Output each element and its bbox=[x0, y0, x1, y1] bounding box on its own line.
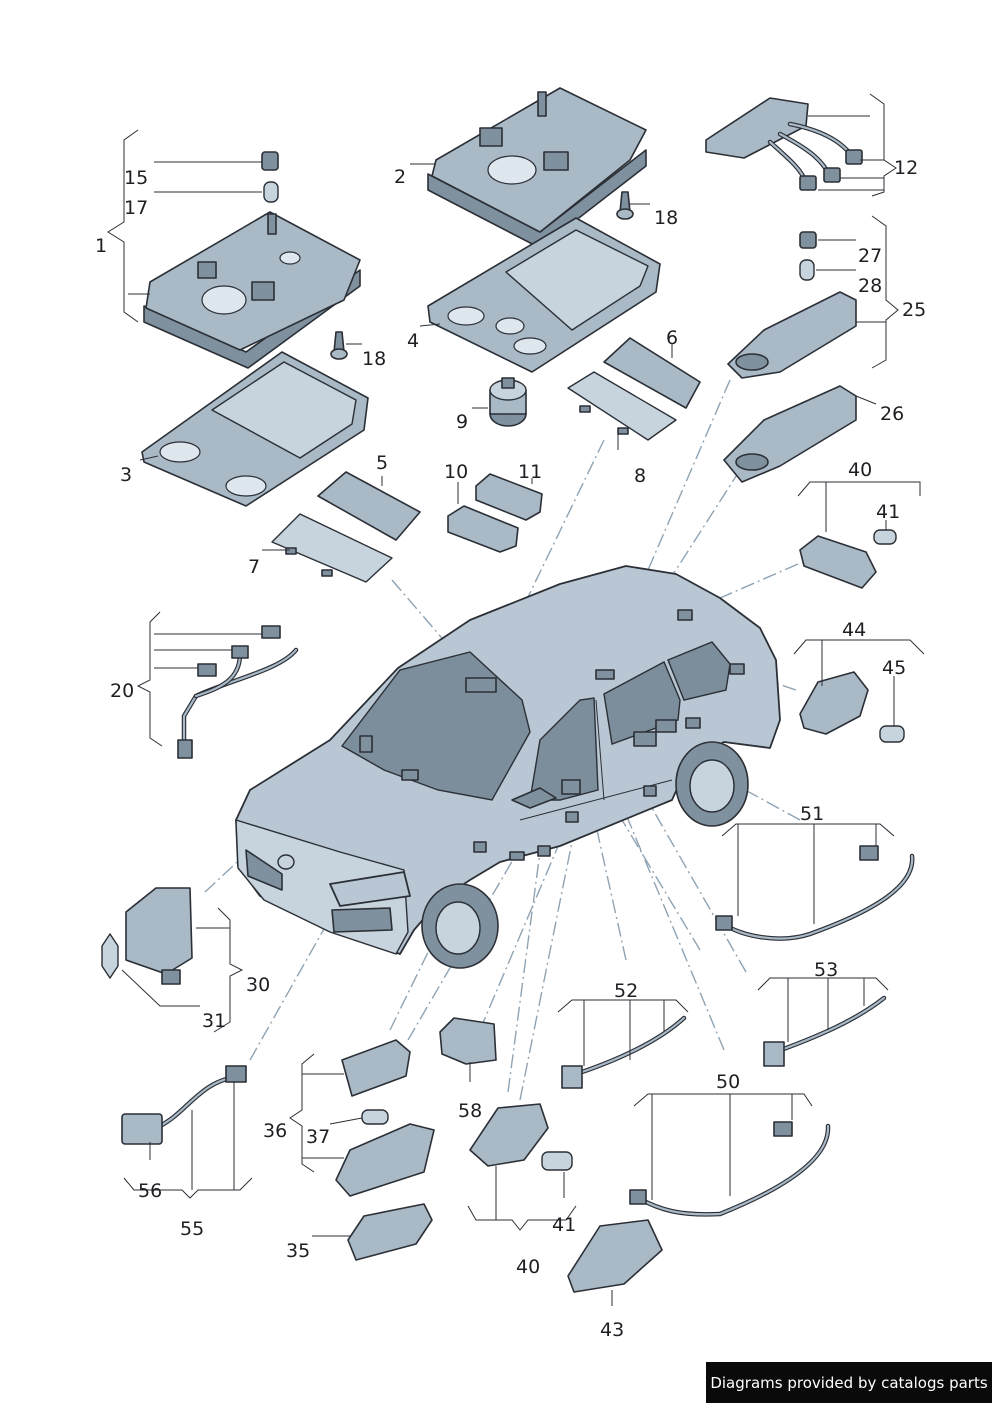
part-4-trim-panel bbox=[427, 217, 661, 373]
part-26-interior-light bbox=[723, 385, 857, 483]
part-8-lens bbox=[567, 371, 677, 441]
part-7-lens bbox=[271, 513, 393, 583]
vehicle-illustration bbox=[235, 565, 781, 969]
label-part-18-2: 18 bbox=[654, 207, 678, 229]
part-17-bulb bbox=[263, 181, 279, 203]
part-18-screw bbox=[330, 331, 348, 360]
part-31-festoon-bulb bbox=[101, 933, 119, 979]
label-part-31: 31 bbox=[202, 1010, 226, 1032]
part-5-cover bbox=[317, 471, 421, 541]
part-37-bulb bbox=[361, 1109, 389, 1125]
label-part-17: 17 bbox=[124, 197, 148, 219]
label-part-25: 25 bbox=[902, 299, 926, 321]
label-part-11: 11 bbox=[518, 461, 542, 483]
label-part-28: 28 bbox=[858, 275, 882, 297]
part-45-bulb bbox=[879, 725, 905, 743]
part-15-bulb-socket bbox=[261, 151, 279, 171]
label-part-26: 26 bbox=[880, 403, 904, 425]
label-part-58: 58 bbox=[458, 1100, 482, 1122]
label-part-55: 55 bbox=[180, 1218, 204, 1240]
part-25-interior-light bbox=[727, 291, 857, 379]
part-50-wiring-harness bbox=[629, 1121, 831, 1217]
part-2-roof-console-housing bbox=[427, 87, 647, 249]
label-part-40: 40 bbox=[848, 459, 872, 481]
label-part-30: 30 bbox=[246, 974, 270, 996]
part-41-bulb bbox=[873, 529, 897, 545]
label-part-56: 56 bbox=[138, 1180, 162, 1202]
part-27-bulb-socket bbox=[799, 231, 817, 249]
label-part-20: 20 bbox=[110, 680, 134, 702]
label-part-37: 37 bbox=[306, 1126, 330, 1148]
part-52-wiring-harness bbox=[561, 1015, 687, 1089]
part-3-trim-panel bbox=[141, 351, 369, 507]
label-part-45: 45 bbox=[882, 657, 906, 679]
label-part-6: 6 bbox=[666, 327, 678, 349]
label-part-41: 41 bbox=[876, 501, 900, 523]
part-53-wiring-harness bbox=[763, 995, 887, 1067]
part-1-roof-console-housing bbox=[143, 211, 361, 369]
part-43-lamp-housing bbox=[567, 1219, 663, 1293]
label-part-41-lower: 41 bbox=[552, 1214, 576, 1236]
part-12-control-unit bbox=[705, 97, 863, 191]
attribution-banner: Diagrams provided by catalogs parts bbox=[706, 1362, 992, 1403]
part-40-lamp-lower bbox=[469, 1103, 549, 1167]
part-10-switch-block bbox=[447, 505, 519, 553]
part-9-switch bbox=[489, 377, 527, 427]
part-56-connector bbox=[121, 1113, 163, 1145]
part-40-lamp bbox=[799, 535, 877, 589]
part-20-wiring-harness bbox=[177, 625, 299, 759]
part-number-labels: 1 2 3 4 5 6 7 8 9 10 11 12 15 17 18 18 2… bbox=[95, 157, 926, 1341]
part-6-cover bbox=[603, 337, 701, 409]
part-58-switch bbox=[439, 1017, 497, 1065]
part-36-lamp bbox=[335, 1039, 435, 1197]
label-part-10: 10 bbox=[444, 461, 468, 483]
label-part-44: 44 bbox=[842, 619, 866, 641]
part-35-lamp bbox=[347, 1203, 433, 1261]
label-part-3: 3 bbox=[120, 464, 132, 486]
part-51-wiring-harness bbox=[715, 845, 915, 941]
part-11-switch-block bbox=[475, 473, 543, 521]
label-part-36: 36 bbox=[263, 1120, 287, 1142]
part-44-lamp bbox=[799, 671, 869, 735]
label-part-9: 9 bbox=[456, 411, 468, 433]
label-part-2: 2 bbox=[394, 166, 406, 188]
part-41-bulb-lower bbox=[541, 1151, 573, 1171]
label-part-35: 35 bbox=[286, 1240, 310, 1262]
label-part-27: 27 bbox=[858, 245, 882, 267]
part-30-switch-module bbox=[125, 887, 193, 985]
part-55-wiring-harness bbox=[157, 1065, 247, 1129]
label-part-18: 18 bbox=[362, 348, 386, 370]
label-part-40-lower: 40 bbox=[516, 1256, 540, 1278]
label-part-4: 4 bbox=[407, 330, 419, 352]
label-part-5: 5 bbox=[376, 452, 388, 474]
label-part-8: 8 bbox=[634, 465, 646, 487]
part-18-screw-2 bbox=[616, 191, 634, 220]
label-part-50: 50 bbox=[716, 1071, 740, 1093]
label-part-15: 15 bbox=[124, 167, 148, 189]
label-part-7: 7 bbox=[248, 556, 260, 578]
part-28-bulb bbox=[799, 259, 815, 281]
label-part-51: 51 bbox=[800, 803, 824, 825]
label-part-1: 1 bbox=[95, 235, 107, 257]
label-part-43: 43 bbox=[600, 1319, 624, 1341]
label-part-12: 12 bbox=[894, 157, 918, 179]
label-part-52: 52 bbox=[614, 980, 638, 1002]
leader-lines bbox=[107, 93, 925, 1306]
label-part-53: 53 bbox=[814, 959, 838, 981]
